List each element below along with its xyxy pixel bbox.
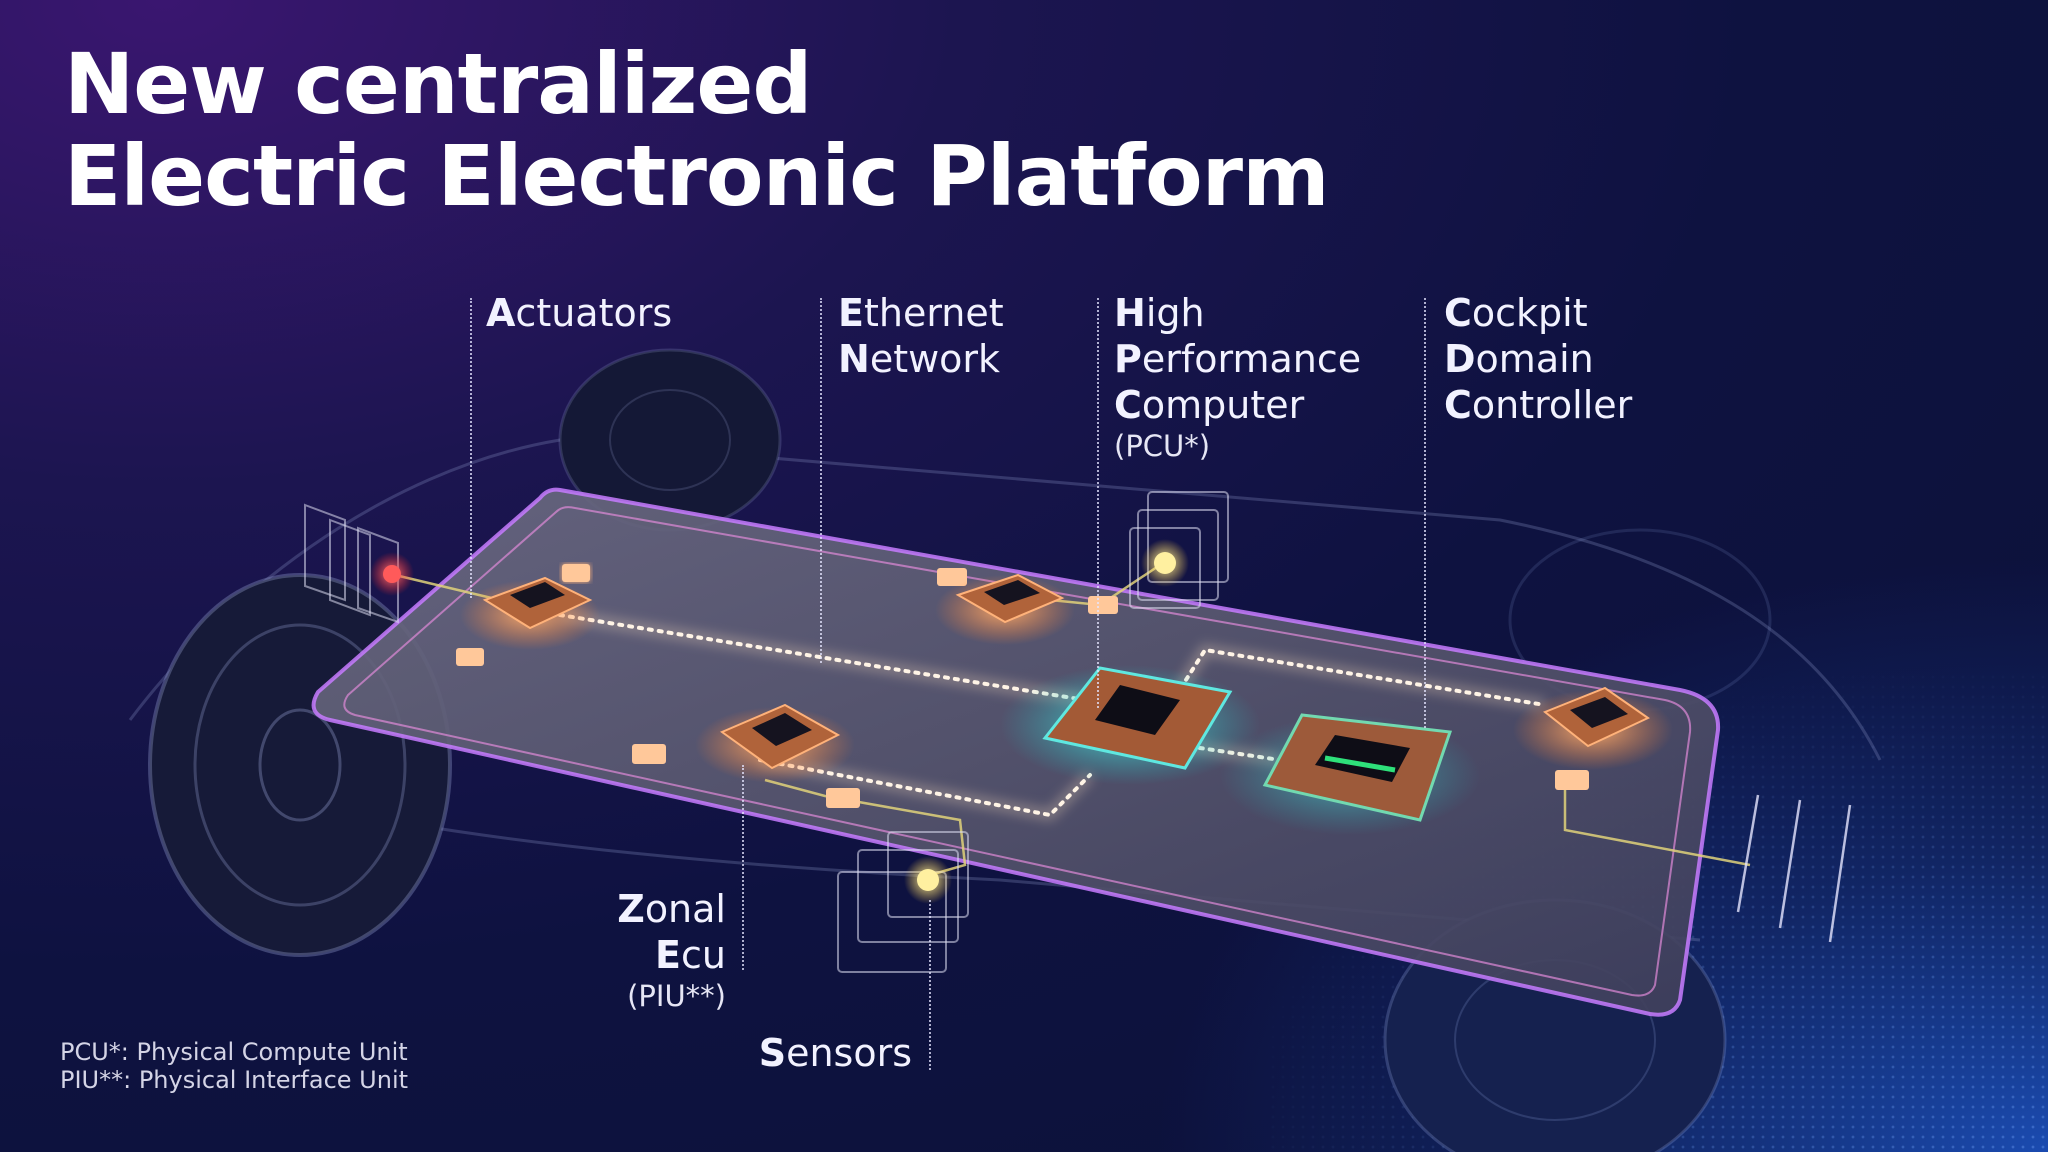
actuators-leader-line	[470, 298, 472, 598]
title-line-1: New centralized	[64, 35, 813, 133]
pcu-note: (PCU*)	[1114, 429, 1211, 463]
pcu-node	[1129, 491, 1229, 609]
piu-note: (PIU**)	[627, 979, 726, 1013]
label-sensors: Sensors	[758, 1031, 912, 1075]
zonal-ecu-chip-cockpit	[1513, 686, 1673, 770]
zonal-ecu-leader-line	[742, 765, 744, 970]
label-actuators: Actuators	[486, 291, 673, 335]
label-cockpit-domain-controller: Cockpit Domain Controller	[1444, 291, 1633, 427]
footnote-pcu: PCU*: Physical Compute Unit	[60, 1038, 408, 1066]
zonal-ecu-chip-actuators	[460, 576, 600, 650]
ethernet-leader-line	[820, 298, 822, 663]
cockpit-leader-line	[1424, 298, 1426, 728]
label-zonal-ecu: Zonal Ecu (PIU**)	[617, 887, 726, 1013]
hpc-leader-line	[1097, 298, 1099, 708]
label-high-performance-computer: High Performance Computer (PCU*)	[1114, 291, 1362, 463]
page-title: New centralized Electric Electronic Plat…	[64, 35, 1330, 225]
connector-pads	[456, 564, 1589, 808]
external-link-lines	[1736, 794, 1852, 943]
footnotes: PCU*: Physical Compute Unit PIU**: Physi…	[60, 1038, 408, 1094]
high-performance-computer-chip	[1000, 665, 1260, 785]
cockpit-domain-controller-chip	[1220, 713, 1480, 835]
footnote-piu: PIU**: Physical Interface Unit	[60, 1066, 409, 1094]
sensors-leader-line	[929, 900, 931, 1070]
sensor-node	[837, 831, 969, 973]
label-ethernet-network: Ethernet Network	[838, 291, 1004, 381]
zonal-ecu-chip-ethernet	[935, 573, 1075, 645]
zonal-ecu-chip-zonal	[695, 703, 855, 783]
actuator-node	[304, 503, 399, 624]
title-line-2: Electric Electronic Platform	[64, 127, 1330, 225]
